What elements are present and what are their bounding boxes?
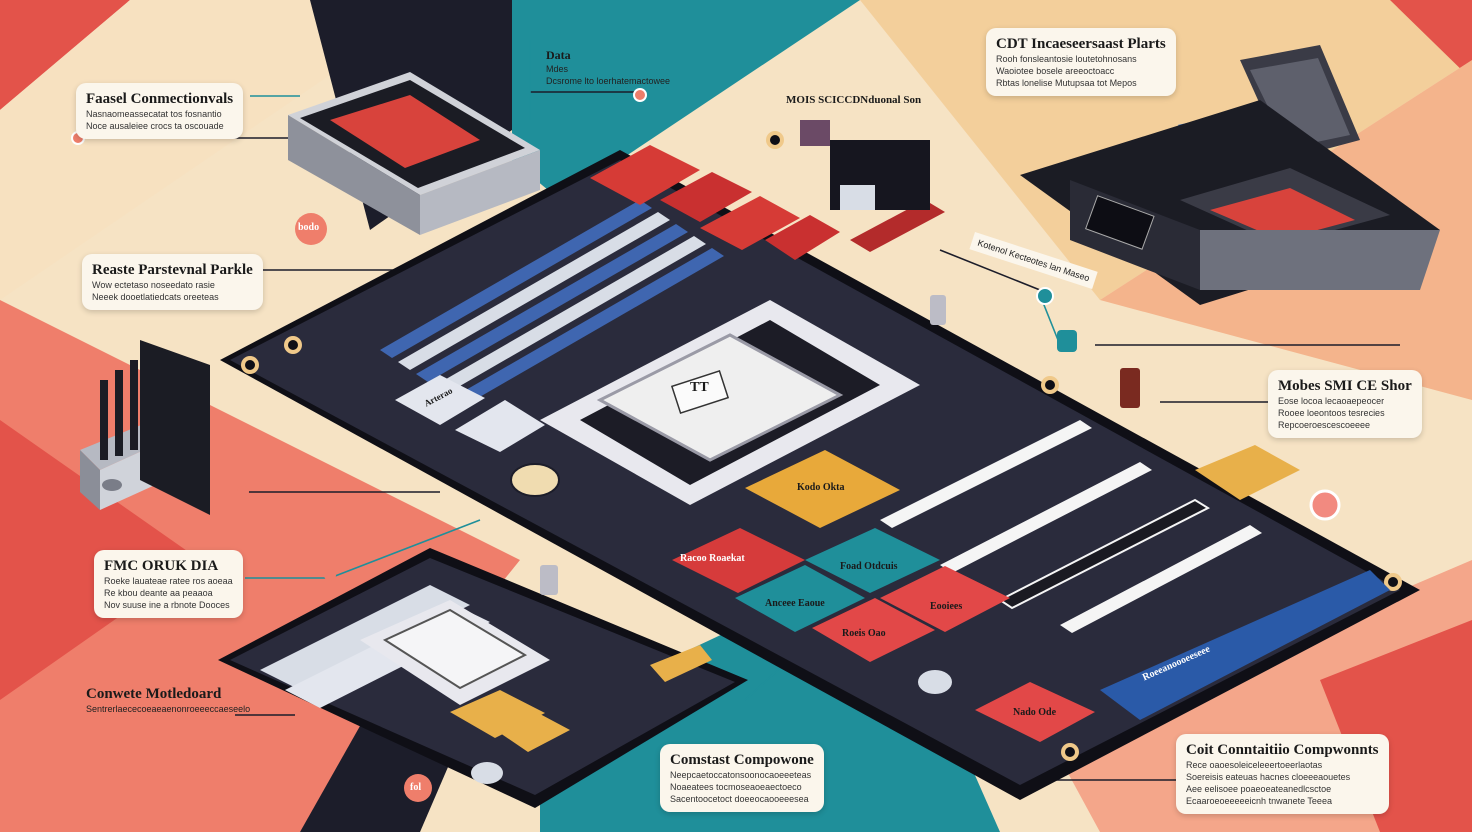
label-title: MOIS SCICCDNduonal Son	[786, 94, 922, 106]
callout-line: Roeke lauateae ratee ros aoeaa	[104, 576, 233, 586]
callout-rearto: Reaste Parstevnal Parkle Wow ectetaso no…	[82, 254, 263, 310]
callout-title: Reaste Parstevnal Parkle	[92, 262, 253, 278]
callout-line: Noaeatees tocmoseaoeaectoeco	[670, 782, 802, 792]
callout-line: Nov suuse ine a rbnote Dooces	[104, 600, 230, 610]
label-coreto: Conwete Motledoard Sentrerlaececoeaeaeno…	[86, 686, 250, 715]
callout-line: Re kbou deante aa peaaoa	[104, 588, 213, 598]
motherboard-small	[218, 548, 748, 808]
callout-line: Soereisis eateuas hacnes cloeeeaouetes	[1186, 772, 1351, 782]
label-line: Sentrerlaececoeaeaenonroeeeccaeseelo	[86, 704, 251, 714]
callout-fmc: FMC ORUK DIA Roeke lauateae ratee ros ao…	[94, 550, 243, 618]
callout-line: Rbtas lonelise Mutupsaa tot Mepos	[996, 78, 1137, 88]
callout-line: Neeek dooetlatiedcats oreeteas	[92, 292, 219, 302]
callout-line: Rece oaoesoleiceleeertoeerlaotas	[1186, 760, 1323, 770]
memory-slots	[380, 200, 724, 406]
label-sub: Mdes	[546, 64, 569, 74]
chip-label-teal2: Anceee Eaoue	[765, 598, 825, 609]
callout-line: Eose locoa lecaoaepeocer	[1278, 396, 1385, 406]
chip-label-red2: Eooiees	[930, 601, 963, 612]
callout-title: FMC ORUK DIA	[104, 558, 219, 574]
callout-line: Nasnaomeassecatat tos fosnantio	[86, 109, 222, 119]
leader-dots	[71, 88, 1077, 581]
graphics-card	[1020, 45, 1440, 305]
callout-title: Faasel Conmectionvals	[86, 91, 234, 107]
callout-line: Ecaaroeoeeeeeicnh tnwanete Teeea	[1186, 796, 1332, 806]
chip-label-red1: Racoo Roaekat	[680, 553, 745, 564]
label-mois: MOIS SCICCDNduonal Son	[786, 94, 921, 106]
cpu-mark: TT	[690, 380, 709, 395]
marker-label-fol: fol	[410, 782, 422, 793]
marker-label-bodo: bodo	[298, 222, 320, 233]
callout-line: Sacentoocetoct doeeocaooeeesea	[670, 794, 809, 804]
chip-tiles	[672, 450, 1095, 742]
marker-dot	[404, 774, 432, 802]
storage-module	[288, 72, 540, 235]
expansion-card	[1100, 570, 1390, 720]
callout-line: Noce ausaleiee crocs ta oscouade	[86, 121, 224, 131]
label-title: Conwete Motledoard	[86, 686, 222, 702]
callout-title: Mobes SMI CE Shor	[1278, 378, 1412, 394]
label-line: Dcsrome lto loerhatemactowee	[546, 76, 671, 86]
label-data: Data Mdes Dcsrome lto loerhatemactowee	[546, 48, 670, 87]
chip-label-teal1: Foad Otdcuis	[840, 561, 898, 572]
callout-line: Waoiotee bosele areeoctoacc	[996, 66, 1115, 76]
callout-line: Aee eelisoee poaeoeateanedlcsctoe	[1186, 784, 1332, 794]
callout-fanset: Faasel Conmectionvals Nasnaomeassecatat …	[76, 83, 244, 139]
callout-mobes: Mobes SMI CE Shor Eose locoa lecaoaepeoc…	[1268, 370, 1422, 438]
heatsink-left	[80, 340, 210, 515]
callout-title: CDT Incaeseersaast Plarts	[996, 36, 1166, 52]
callout-title: Comstast Compowone	[670, 752, 814, 768]
pcie-slots	[880, 420, 1262, 633]
callout-line: Neepcaetoccatonsoonocaoeeeteas	[670, 770, 812, 780]
callout-line: Repcoeroescescoeeee	[1278, 420, 1371, 430]
label-title: Data	[546, 48, 571, 62]
chip-label-red4: Nado Ode	[1013, 707, 1057, 718]
callout-line: Rooee loeontoos tesrecies	[1278, 408, 1385, 418]
cpu-socket	[540, 300, 920, 505]
chip-label-yellow: Kodo Okta	[797, 482, 845, 493]
callout-constr: Comstast Compowone Neepcaetoccatonsoonoc…	[660, 744, 824, 812]
callout-line: Rooh fonsleantosie loutetohnosans	[996, 54, 1137, 64]
callout-consilic: Coit Conntaitiio Compwonnts Rece oaoesol…	[1176, 734, 1389, 814]
callout-title: Coit Conntaitiio Compwonnts	[1186, 742, 1379, 758]
power-connectors	[590, 120, 945, 260]
callout-line: Wow ectetaso noseedato rasie	[92, 280, 215, 290]
callout-cdt: CDT Incaeseersaast Plarts Rooh fonsleant…	[986, 28, 1176, 96]
marker-dot	[295, 213, 327, 245]
chip-label-red3: Roeis Oao	[842, 628, 886, 639]
